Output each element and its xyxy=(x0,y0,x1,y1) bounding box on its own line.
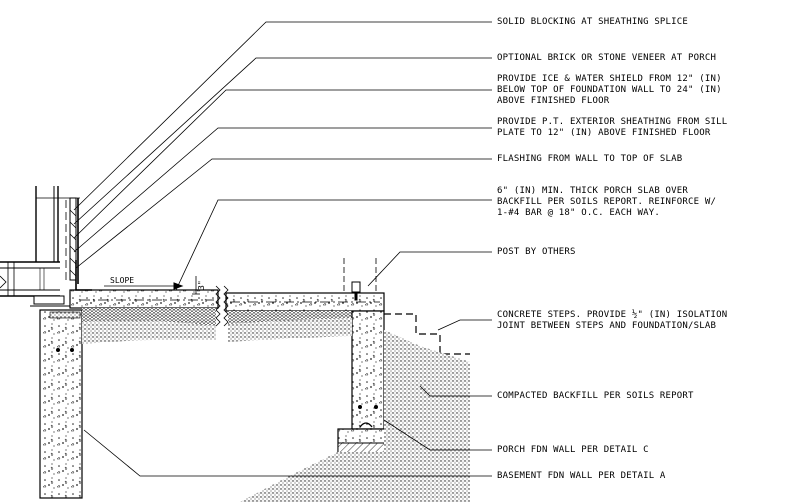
slab-dimension xyxy=(192,276,200,295)
note-post: POST BY OTHERS xyxy=(497,247,576,257)
floor-framing xyxy=(0,261,70,307)
note-solid-blocking: SOLID BLOCKING AT SHEATHING SPLICE xyxy=(497,17,689,27)
note-compacted-backfill: COMPACTED BACKFILL PER SOILS REPORT xyxy=(497,391,694,401)
leader-lines xyxy=(73,21,492,477)
slab-dimension-label: 3" xyxy=(197,280,206,290)
soil xyxy=(82,318,470,502)
note-basement-fdn-wall: BASEMENT FDN WALL PER DETAIL A xyxy=(497,471,666,481)
note-flashing: FLASHING FROM WALL TO TOP OF SLAB xyxy=(497,154,683,164)
porch-foundation-wall xyxy=(337,310,391,454)
note-porch-slab: 6" (IN) MIN. THICK PORCH SLAB OVER BACKF… xyxy=(497,186,717,218)
slope-label: SLOPE xyxy=(110,276,134,285)
note-pt-sheathing: PROVIDE P.T. EXTERIOR SHEATHING FROM SIL… xyxy=(497,117,728,138)
note-concrete-steps: CONCRETE STEPS. PROVIDE ½" (IN) ISOLATIO… xyxy=(497,310,728,331)
porch-slab xyxy=(69,260,385,327)
note-porch-fdn-wall: PORCH FDN WALL PER DETAIL C xyxy=(497,445,649,455)
house-wall xyxy=(35,186,80,284)
note-ice-water-shield: PROVIDE ICE & WATER SHIELD FROM 12" (IN)… xyxy=(497,74,722,106)
post xyxy=(343,258,377,301)
note-veneer: OPTIONAL BRICK OR STONE VENEER AT PORCH xyxy=(497,53,717,63)
basement-foundation-wall xyxy=(39,309,83,499)
